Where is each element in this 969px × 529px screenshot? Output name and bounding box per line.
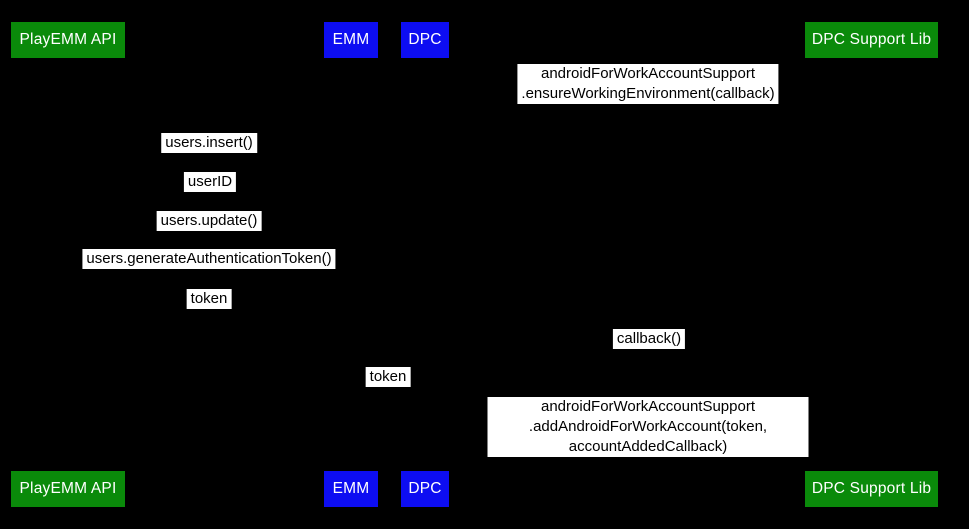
message-add-android-for-work-account: androidForWorkAccountSupport .addAndroid… [487,397,809,457]
message-token-return: token [186,289,232,309]
message-token-forward: token [365,367,411,387]
actor-dpc-support-lib-bottom: DPC Support Lib [805,471,938,507]
actor-emm-bottom: EMM [324,471,378,507]
message-userid: userID [183,172,237,192]
message-generate-auth-token: users.generateAuthenticationToken() [82,249,336,269]
message-users-insert: users.insert() [161,133,257,153]
actor-playemm-api-bottom: PlayEMM API [11,471,125,507]
message-ensure-working-environment: androidForWorkAccountSupport .ensureWork… [517,64,779,104]
message-callback: callback() [612,329,686,349]
actor-emm-top: EMM [324,22,378,58]
actor-dpc-top: DPC [401,22,449,58]
actor-dpc-bottom: DPC [401,471,449,507]
actor-dpc-support-lib-top: DPC Support Lib [805,22,938,58]
message-users-update: users.update() [156,211,262,231]
actor-playemm-api-top: PlayEMM API [11,22,125,58]
